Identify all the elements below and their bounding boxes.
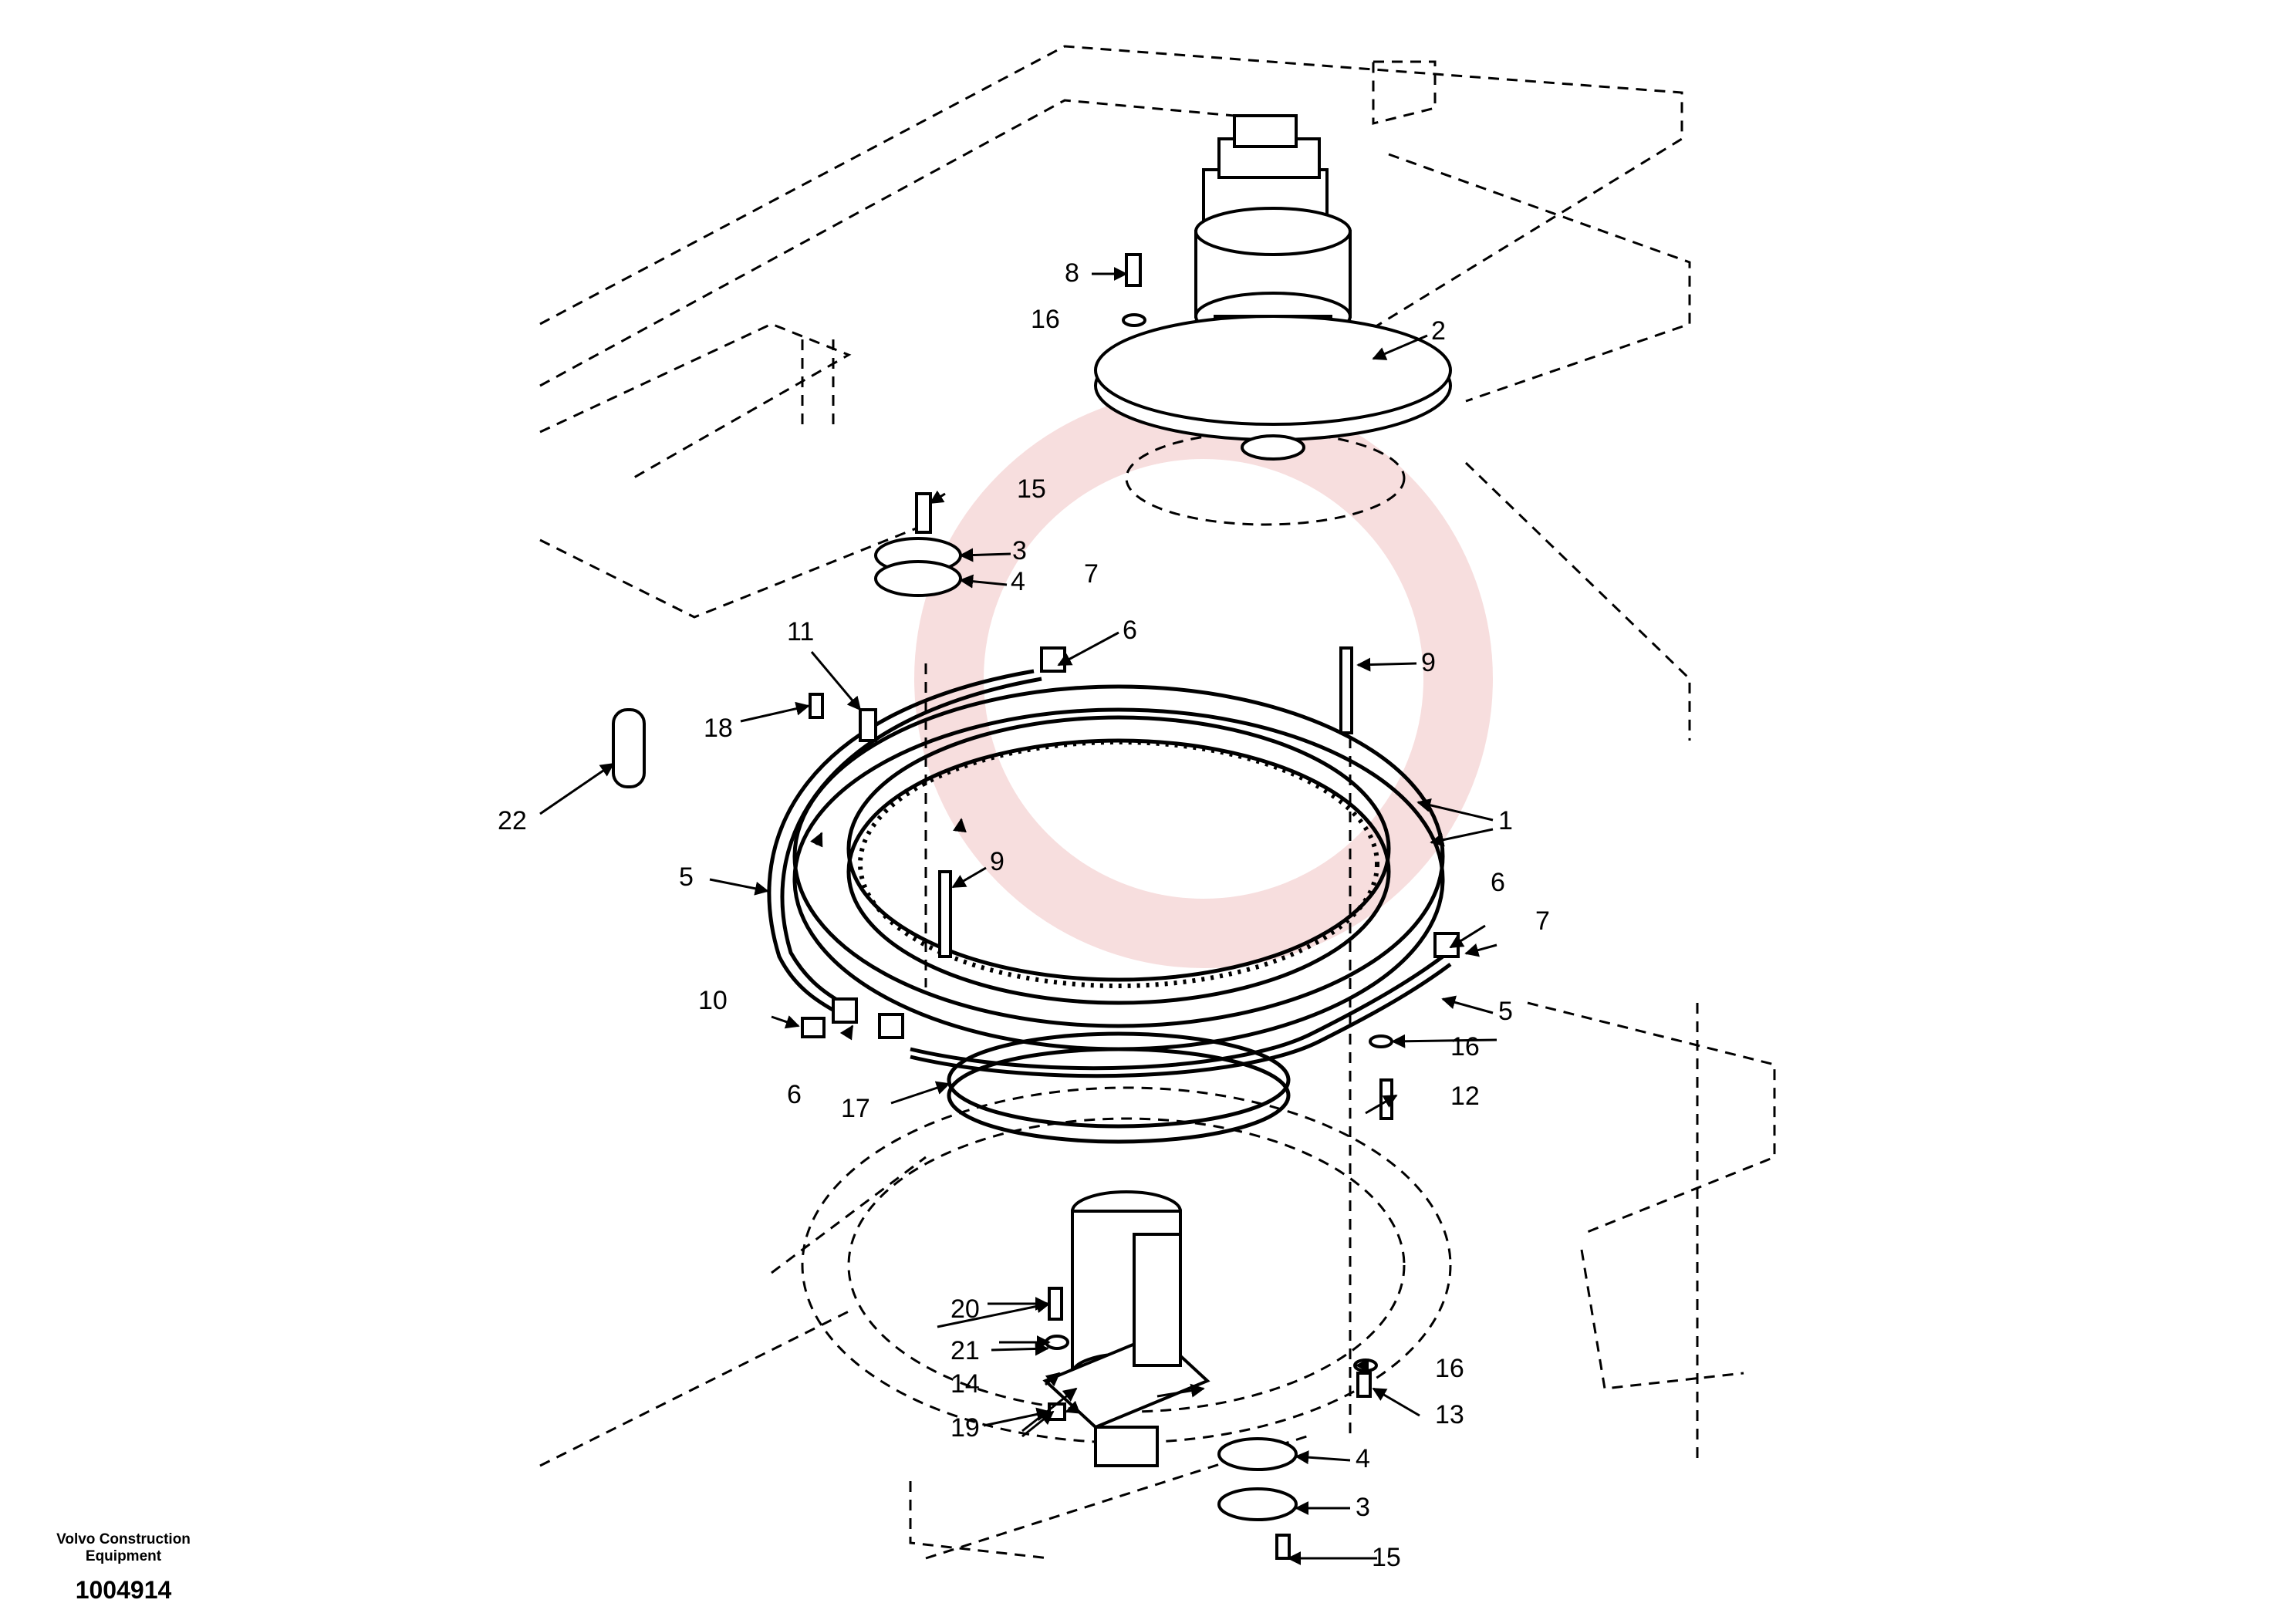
company-line2: Equipment xyxy=(85,1548,162,1564)
leader-lines xyxy=(539,267,1497,1565)
lower-ring xyxy=(947,1031,1291,1144)
callout-20: 20 xyxy=(950,1294,980,1324)
callout-6b: 6 xyxy=(1491,868,1505,897)
callout-10: 10 xyxy=(698,986,728,1015)
callout-2: 2 xyxy=(1431,316,1446,346)
callout-3: 3 xyxy=(1012,536,1027,565)
swing-ring-bearing xyxy=(792,684,1445,1051)
callout-12: 12 xyxy=(1450,1082,1480,1111)
hoses xyxy=(767,669,1452,1078)
callout-15b: 15 xyxy=(1372,1543,1401,1572)
callout-16b: 16 xyxy=(1450,1032,1480,1061)
callout-13: 13 xyxy=(1435,1400,1464,1429)
covers-and-fasteners xyxy=(612,253,1460,1560)
swing-motor xyxy=(1094,114,1452,461)
callout-16: 16 xyxy=(1031,305,1060,334)
callout-18: 18 xyxy=(704,714,733,743)
callout-3b: 3 xyxy=(1356,1493,1370,1522)
callout-4b: 4 xyxy=(1356,1444,1370,1473)
callout-16c: 16 xyxy=(1435,1354,1464,1383)
callout-9: 9 xyxy=(1421,648,1436,677)
callout-14: 14 xyxy=(950,1369,980,1399)
callout-5b: 5 xyxy=(1498,997,1513,1026)
document-number: 1004914 xyxy=(75,1576,172,1604)
callout-21: 21 xyxy=(950,1336,980,1365)
callout-22: 22 xyxy=(498,806,527,835)
center-joint xyxy=(1042,1190,1210,1467)
callout-11: 11 xyxy=(787,617,814,646)
callout-7b: 7 xyxy=(1535,906,1550,936)
callout-9b: 9 xyxy=(990,847,1004,876)
callout-4: 4 xyxy=(1011,567,1025,596)
callout-17: 17 xyxy=(841,1094,870,1123)
company-name: Volvo Construction Equipment xyxy=(31,1531,216,1565)
callout-5: 5 xyxy=(679,862,694,892)
callout-6: 6 xyxy=(1123,616,1137,645)
callout-6c: 6 xyxy=(787,1080,802,1109)
callout-7: 7 xyxy=(1084,559,1099,589)
callout-8: 8 xyxy=(1065,258,1079,288)
callout-1: 1 xyxy=(1498,806,1513,835)
callout-labels: 1 2 3 3 4 4 5 5 6 6 6 7 7 8 9 9 10 11 12… xyxy=(498,258,1550,1572)
ring-gear-teeth xyxy=(858,740,1379,988)
callout-19: 19 xyxy=(950,1413,980,1443)
footer: Volvo Construction Equipment 1004914 xyxy=(31,1531,216,1605)
callout-15: 15 xyxy=(1017,474,1046,504)
company-line1: Volvo Construction xyxy=(56,1531,191,1547)
